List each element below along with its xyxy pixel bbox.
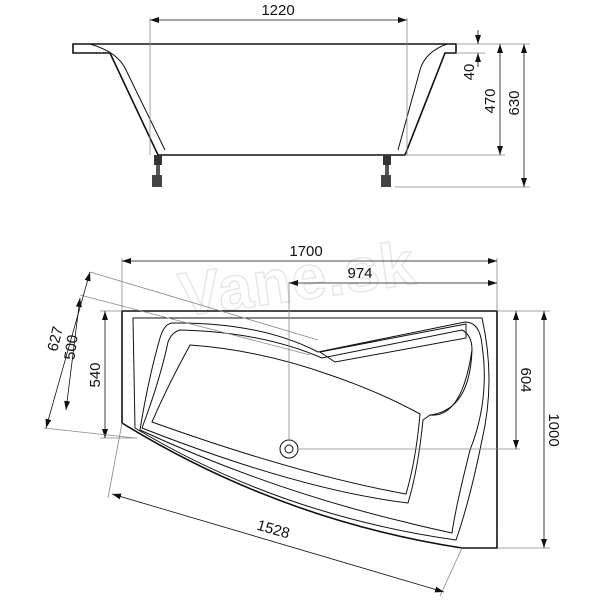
top-view-drain xyxy=(279,439,299,459)
side-view: 1220 40 470 630 xyxy=(72,2,530,188)
top-view-rim-inner xyxy=(132,317,490,541)
dim-left-edge: 540 xyxy=(87,362,104,387)
dim-depth: 470 xyxy=(482,88,499,113)
dim-top-length: 1700 xyxy=(289,243,322,260)
top-view-seat-edge xyxy=(429,349,473,416)
side-view-inner-wall xyxy=(89,43,448,151)
dim-height: 630 xyxy=(506,90,523,115)
dim-drain-front: 604 xyxy=(517,367,534,392)
top-view-outer-shell xyxy=(121,310,498,549)
dim-top-width: 1000 xyxy=(545,413,562,446)
top-view-basin-outer xyxy=(139,321,485,534)
dim-side-width: 1220 xyxy=(261,2,294,19)
top-view: 1700 974 604 1000 540 500 627 1528 xyxy=(43,243,562,597)
dim-left-diagonal: 627 xyxy=(44,325,67,353)
side-view-tub-outline xyxy=(72,43,457,156)
top-view-headrest xyxy=(318,323,467,363)
top-view-basin-step xyxy=(141,329,473,504)
dim-front-curve: 1528 xyxy=(255,517,292,543)
dim-rim: 40 xyxy=(461,64,478,81)
dim-drain-offset: 974 xyxy=(347,265,372,282)
top-view-basin-floor xyxy=(151,344,421,495)
side-view-leg-right xyxy=(381,155,391,187)
side-view-leg-left xyxy=(152,155,162,187)
